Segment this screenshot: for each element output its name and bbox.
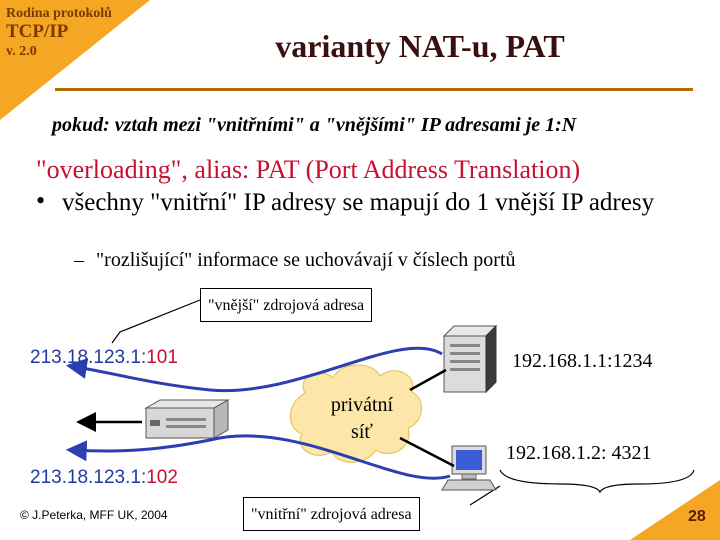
- corner-decoration-top-left: [0, 0, 150, 120]
- workstation-link: [399, 436, 455, 468]
- slide-subtitle: pokud: vztah mezi "vnitřními" a "vnějším…: [52, 114, 577, 136]
- external-address-2-port: 102: [146, 467, 178, 488]
- series-protocol: TCP/IP: [6, 21, 69, 42]
- title-divider: [55, 88, 693, 91]
- internal-source-address-box: "vnitřní" zdrojová adresa: [243, 497, 420, 531]
- corner-decoration-bottom-right: [630, 480, 720, 540]
- sub-bullet-text: "rozlišující" informace se uchovávají v …: [96, 249, 516, 271]
- page-number: 28: [688, 508, 706, 525]
- external-address-1-port: 101: [146, 347, 178, 368]
- translation-arrow-lower: [65, 434, 451, 480]
- private-network-cloud: [289, 364, 423, 463]
- external-address-1-ip: 213.18.123.1:: [30, 347, 147, 368]
- sub-bullet-marker: –: [74, 249, 84, 271]
- host-brace: [499, 469, 695, 494]
- section-heading: "overloading", alias: PAT (Port Address …: [36, 155, 581, 184]
- series-label: Rodina protokolů: [6, 6, 112, 21]
- server-icon: [442, 324, 498, 394]
- external-address-2: 213.18.123.1:102: [30, 467, 178, 489]
- server-link: [409, 368, 447, 392]
- router-icon: [144, 399, 230, 439]
- cloud-label-line1: privátní: [330, 394, 394, 416]
- host-2-address: 192.168.1.2: 4321: [506, 442, 652, 464]
- external-box-callout: [111, 299, 201, 344]
- bullet-marker: •: [36, 186, 46, 215]
- series-version: v. 2.0: [6, 44, 37, 59]
- external-address-1: 213.18.123.1:101: [30, 347, 178, 369]
- external-source-address-box: "vnější" zdrojová adresa: [200, 288, 373, 322]
- workstation-icon: [441, 445, 497, 491]
- cloud-label-line2: síť: [351, 421, 373, 443]
- external-address-2-ip: 213.18.123.1:: [30, 467, 147, 488]
- footer-copyright: © J.Peterka, MFF UK, 2004: [20, 508, 168, 522]
- translation-arrow-upper: [65, 346, 443, 393]
- bullet-text: všechny "vnitřní" IP adresy se mapují do…: [62, 189, 655, 216]
- host-1-address: 192.168.1.1:1234: [512, 350, 653, 372]
- slide-title: varianty NAT-u, PAT: [275, 28, 565, 64]
